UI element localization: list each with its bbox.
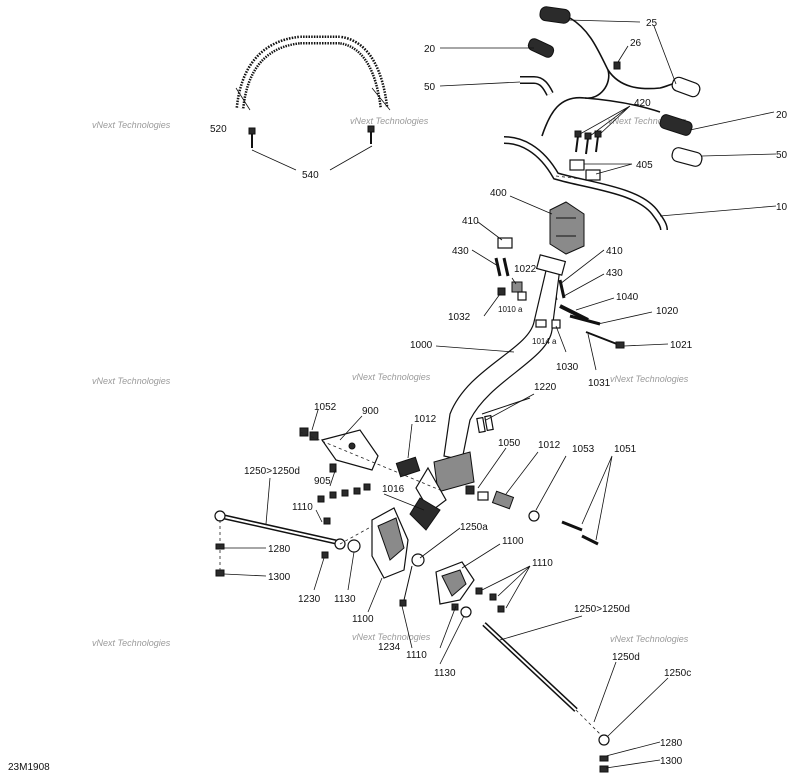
label-540: 540 <box>302 170 319 181</box>
hardware-1022-1032 <box>497 281 527 301</box>
screw-26 <box>613 61 621 70</box>
watermark: vNext Technologies <box>610 634 689 644</box>
label-1012-left: 1012 <box>414 414 437 425</box>
label-420: 420 <box>634 98 651 109</box>
label-430-left: 430 <box>452 246 469 257</box>
hardware-905-1110 <box>317 463 371 525</box>
clamp-1130-left <box>347 539 361 553</box>
label-1052: 1052 <box>314 402 337 413</box>
label-20: 20 <box>424 44 436 55</box>
handlebar-10 <box>503 136 668 231</box>
diagram-code: 23M1908 <box>8 762 50 773</box>
label-430-right: 430 <box>606 268 623 279</box>
cover-1100-left <box>371 507 409 579</box>
label-1010a: 1010 a <box>498 305 523 314</box>
bolts-410-430-left <box>494 237 513 277</box>
label-1250c: 1250c <box>664 668 691 679</box>
label-1014a: 1014 a <box>532 337 557 346</box>
heated-grips-25 <box>539 6 701 137</box>
column-bushing-1012-left <box>395 456 421 478</box>
label-1280-left: 1280 <box>268 544 291 555</box>
label-1110-bottom: 1110 <box>406 650 427 661</box>
label-1130-left: 1130 <box>334 594 356 605</box>
bracket-900 <box>299 427 441 491</box>
label-1110-left: 1110 <box>292 502 313 513</box>
label-1000: 1000 <box>410 340 433 351</box>
label-1022: 1022 <box>514 264 537 275</box>
label-1020: 1020 <box>656 306 679 317</box>
label-410-right: 410 <box>606 246 623 257</box>
tie-rod-left-1250 <box>214 510 377 577</box>
label-1032: 1032 <box>448 312 471 323</box>
label-520: 520 <box>210 124 227 135</box>
label-1051: 1051 <box>614 444 637 455</box>
part-labels: 25 26 20 50 20 50 10 420 405 400 410 430… <box>210 18 788 767</box>
watermark: vNext Technologies <box>92 638 171 648</box>
steering-column-1000 <box>443 254 567 461</box>
label-1021: 1021 <box>670 340 693 351</box>
clip-1230 <box>321 551 329 559</box>
label-1030: 1030 <box>556 362 579 373</box>
label-1234: 1234 <box>378 642 401 653</box>
label-1040: 1040 <box>616 292 639 303</box>
grip-end-50-top <box>520 76 554 96</box>
label-26: 26 <box>630 38 642 49</box>
label-1012-right: 1012 <box>538 440 561 451</box>
hardware-1020-1040 <box>535 304 625 349</box>
watermark: vNext Technologies <box>352 372 431 382</box>
watermark: vNext Technologies <box>352 632 431 642</box>
label-1220: 1220 <box>534 382 557 393</box>
label-50: 50 <box>424 82 436 93</box>
label-1250-1250d-right: 1250>1250d <box>574 604 630 615</box>
leader-lines <box>223 19 777 769</box>
clamps-405 <box>569 159 601 181</box>
watermark: vNext Technologies <box>92 120 171 130</box>
label-1100-left: 1100 <box>352 614 374 625</box>
watermarks: vNext Technologies vNext Technologies vN… <box>92 116 689 648</box>
label-410-left: 410 <box>462 216 479 227</box>
label-1110-right: 1110 <box>532 558 553 569</box>
label-1250a: 1250a <box>460 522 488 533</box>
throttle-lever-20-top <box>527 38 555 58</box>
label-1031: 1031 <box>588 378 611 389</box>
handlebar-cover-520 <box>235 35 391 111</box>
label-405: 405 <box>636 160 653 171</box>
label-1050: 1050 <box>498 438 521 449</box>
label-1230: 1230 <box>298 594 321 605</box>
watermark: vNext Technologies <box>92 376 171 386</box>
label-1250-1250d-left: 1250>1250d <box>244 466 300 477</box>
label-1100-right: 1100 <box>502 536 524 547</box>
watermark: vNext Technologies <box>350 116 429 126</box>
label-1130-right: 1130 <box>434 668 456 679</box>
label-1053: 1053 <box>572 444 595 455</box>
screws-540 <box>248 125 375 148</box>
label-25: 25 <box>646 18 658 29</box>
label-900: 900 <box>362 406 379 417</box>
label-1280-right: 1280 <box>660 738 683 749</box>
label-1016: 1016 <box>382 484 405 495</box>
label-1250d: 1250d <box>612 652 640 663</box>
label-905: 905 <box>314 476 331 487</box>
watermark: vNext Technologies <box>610 374 689 384</box>
tie-rod-right-1250 <box>482 622 610 773</box>
clamp-screws-420 <box>574 130 602 155</box>
label-1300-left: 1300 <box>268 572 291 583</box>
label-400: 400 <box>490 188 507 199</box>
label-50-right: 50 <box>776 150 788 161</box>
steering-yoke <box>409 451 475 531</box>
watermark: vNext Technologies <box>608 116 687 126</box>
hardware-1050-1053 <box>465 485 599 546</box>
clamp-1130-right <box>451 603 472 618</box>
label-10: 10 <box>776 202 788 213</box>
label-20-right: 20 <box>776 110 788 121</box>
riser-block-400 <box>549 201 585 255</box>
cover-1100-right <box>435 561 505 613</box>
label-1300-right: 1300 <box>660 756 683 767</box>
lower-column-1220 <box>476 397 531 434</box>
grip-end-50-right <box>671 147 703 167</box>
